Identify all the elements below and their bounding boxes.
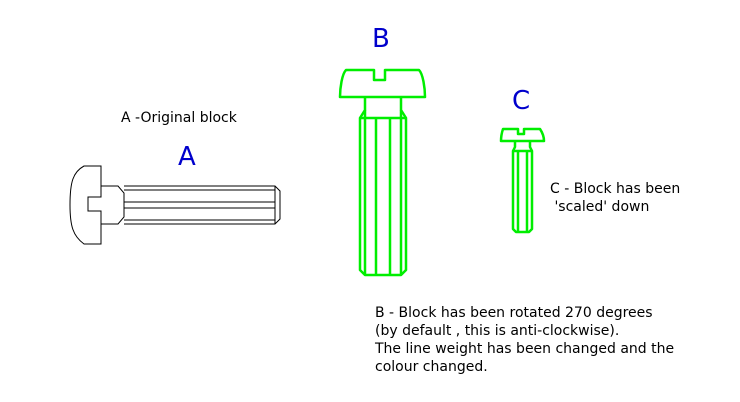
screw-block-scaled (499, 127, 546, 234)
caption-scaled-line-2: 'scaled' down (550, 199, 650, 215)
label-letter-b: B (372, 24, 390, 54)
caption-rotated-block: B - Block has been rotated 270 degrees (… (375, 304, 674, 376)
caption-original-block: A -Original block (121, 110, 237, 126)
caption-rotated-line-4: colour changed. (375, 359, 488, 375)
caption-rotated-line-1: B - Block has been rotated 270 degrees (375, 305, 653, 321)
screw-block-original (69, 165, 281, 245)
screw-block-rotated (338, 68, 427, 277)
label-letter-c: C (512, 86, 531, 116)
label-letter-a: A (178, 142, 196, 172)
caption-rotated-line-3: The line weight has been changed and the (375, 341, 675, 357)
caption-scaled-line-1: C - Block has been (550, 181, 681, 197)
caption-scaled-block: C - Block has been 'scaled' down (550, 180, 680, 216)
caption-rotated-line-2: (by default , this is anti-clockwise). (375, 323, 620, 339)
